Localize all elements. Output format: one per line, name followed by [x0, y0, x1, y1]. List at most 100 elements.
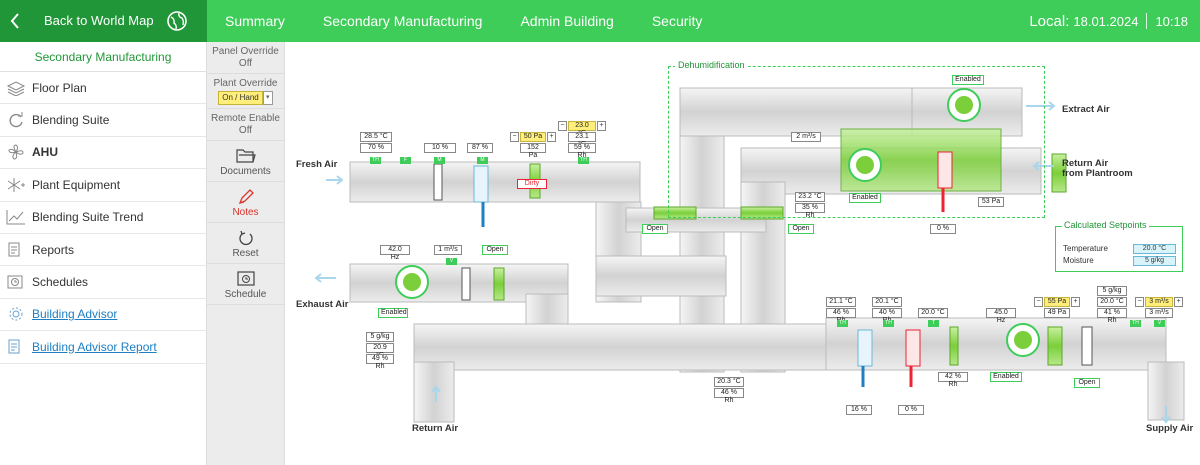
sidebar-item-plant-equipment[interactable]: Plant Equipment: [0, 169, 206, 202]
reset-button[interactable]: Reset: [207, 223, 284, 264]
supply-pa-sp-plus[interactable]: +: [1071, 297, 1080, 307]
sidebar-item-label: Floor Plan: [32, 80, 87, 95]
supply-rh-3: 42 % Rh: [938, 372, 968, 388]
sidebar-item-reports[interactable]: Reports: [0, 234, 206, 267]
sidebar-item-schedules[interactable]: Schedules: [0, 266, 206, 299]
temp-sp-minus[interactable]: −: [558, 121, 567, 131]
setpoint-temp-label: Temperature: [1063, 244, 1108, 253]
filter-sp-plus[interactable]: +: [547, 132, 556, 142]
setpoint-temp-value: 20.0 °C: [1133, 244, 1176, 254]
dehum-valve[interactable]: 0 %: [930, 224, 956, 234]
remote-enable[interactable]: Remote Enable Off: [207, 109, 284, 141]
supply-temp-4: 20.0 °C: [1097, 297, 1127, 307]
dehumidification-section: Dehumidification: [668, 60, 1045, 218]
fresh-valve[interactable]: 87 %: [467, 143, 493, 153]
return-plant-label-2: from Plantroom: [1062, 168, 1133, 179]
supply-flow: 3 m³/s: [1145, 308, 1173, 318]
tab-security[interactable]: Security: [651, 13, 703, 29]
sidebar-item-blending-suite[interactable]: Blending Suite: [0, 104, 206, 137]
fan-icon: [8, 144, 24, 160]
plant-override-label: Plant Override: [213, 78, 278, 89]
chevron-left-icon: [10, 13, 19, 29]
filter-sp[interactable]: 50 Pa: [520, 132, 546, 142]
sensor-tag: F: [400, 157, 411, 164]
tool-panel: Panel Override Off Plant Override On / H…: [207, 42, 285, 465]
sidebar-item-blending-suite-trend[interactable]: Blending Suite Trend: [0, 202, 206, 234]
sidebar-item-floor-plan[interactable]: Floor Plan: [0, 72, 206, 105]
tab-secondary-manufacturing[interactable]: Secondary Manufacturing: [322, 13, 483, 29]
schedule-button[interactable]: Schedule: [207, 264, 284, 305]
main-nav: Summary Secondary Manufacturing Admin Bu…: [207, 0, 721, 42]
filter-status: Dirty: [517, 179, 547, 189]
damper-open-2[interactable]: Open: [788, 224, 814, 234]
sensor-tag: TH: [1130, 320, 1141, 327]
rh-1: 59 % Rh: [568, 143, 596, 159]
return-rh: 46 % Rh: [714, 388, 744, 404]
dehumidification-title: Dehumidification: [675, 60, 748, 70]
return-temp: 20.3 °C: [714, 377, 744, 387]
setpoint-moisture-value: 5 g/kg: [1133, 256, 1176, 266]
sidebar-item-building-advisor-report[interactable]: Building Advisor Report: [0, 331, 206, 364]
temp-1: 23.1 °C: [568, 132, 596, 148]
plant-override-select[interactable]: On / Hand ▾: [218, 91, 273, 105]
sidebar-item-building-advisor[interactable]: Building Advisor: [0, 299, 206, 332]
documents-button[interactable]: Documents: [207, 141, 284, 182]
supply-pa-sp-minus[interactable]: −: [1034, 297, 1043, 307]
top-bar: Back to World Map Summary Secondary Manu…: [0, 0, 1200, 42]
sidebar-title: Secondary Manufacturing: [0, 42, 206, 72]
snowflake-icon: [7, 177, 25, 192]
back-to-world-map-button[interactable]: Back to World Map: [0, 0, 207, 42]
temp-sp-plus[interactable]: +: [597, 121, 606, 131]
dehum-fan-enabled-top[interactable]: Enabled: [952, 75, 984, 85]
sidebar-item-label: Blending Suite: [32, 113, 110, 128]
exhaust-flow: 1 m³/s: [434, 245, 462, 255]
supply-flow-sp-minus[interactable]: −: [1135, 297, 1144, 307]
sensor-tag: TH: [883, 320, 894, 327]
tab-admin-building[interactable]: Admin Building: [520, 13, 614, 29]
dehum-fan-enabled[interactable]: Enabled: [849, 193, 881, 203]
pencil-icon: [238, 189, 254, 205]
filter-pa: 152 Pa: [520, 143, 546, 159]
sidebar-item-label: Building Advisor: [32, 307, 118, 322]
panel-override[interactable]: Panel Override Off: [207, 42, 284, 74]
supply-fan-enabled[interactable]: Enabled: [990, 372, 1022, 382]
exhaust-damper-open[interactable]: Open: [482, 245, 508, 255]
dehum-rh: 35 % Rh: [795, 203, 825, 219]
supply-temp-3: 20.0 °C: [918, 308, 948, 318]
setpoints-title: Calculated Setpoints: [1062, 220, 1149, 230]
fresh-rh: 70 %: [360, 143, 392, 153]
sensor-tag: V: [1154, 320, 1165, 327]
dehum-pa: 53 Pa: [978, 197, 1004, 207]
sidebar-item-ahu[interactable]: AHU: [0, 137, 206, 170]
sidebar-item-label: Blending Suite Trend: [32, 210, 144, 225]
notes-label: Notes: [232, 207, 259, 218]
clock-date: 18.01.2024: [1073, 13, 1139, 29]
reset-label: Reset: [232, 248, 259, 259]
reset-icon: [238, 230, 253, 246]
filter-sp-minus[interactable]: −: [510, 132, 519, 142]
schedule-label: Schedule: [224, 289, 267, 300]
notes-button[interactable]: Notes: [207, 182, 284, 223]
heating-valve[interactable]: 0 %: [898, 405, 924, 415]
supply-damper-open[interactable]: Open: [1074, 378, 1100, 388]
remote-enable-value: Off: [238, 125, 253, 136]
schedule-icon: [236, 271, 255, 286]
exhaust-fan-enabled[interactable]: Enabled: [378, 308, 408, 318]
documents-label: Documents: [220, 166, 271, 177]
damper-open-1[interactable]: Open: [642, 224, 668, 234]
temp-sp[interactable]: 23.0 °C: [568, 121, 596, 137]
tab-summary[interactable]: Summary: [225, 13, 285, 29]
fresh-damper[interactable]: 10 %: [424, 143, 456, 153]
sidebar-item-label: AHU: [32, 145, 58, 160]
clock: Local: 18.01.2024 10:18: [1029, 0, 1188, 42]
supply-pa-sp[interactable]: 55 Pa: [1044, 297, 1070, 307]
supply-flow-sp-plus[interactable]: +: [1174, 297, 1183, 307]
sidebar-item-label: Plant Equipment: [32, 177, 121, 192]
return-plant-label-1: Return Air: [1062, 158, 1109, 169]
supply-humidity: 5 g/kg: [1097, 286, 1127, 296]
supply-flow-sp[interactable]: 3 m³/s: [1145, 297, 1173, 307]
mix-rh: 49 % Rh: [366, 354, 394, 370]
supply-temp-1: 21.1 °C: [826, 297, 856, 307]
cooling-valve[interactable]: 16 %: [846, 405, 872, 415]
supply-rh-1: 46 % Rh: [826, 308, 856, 324]
